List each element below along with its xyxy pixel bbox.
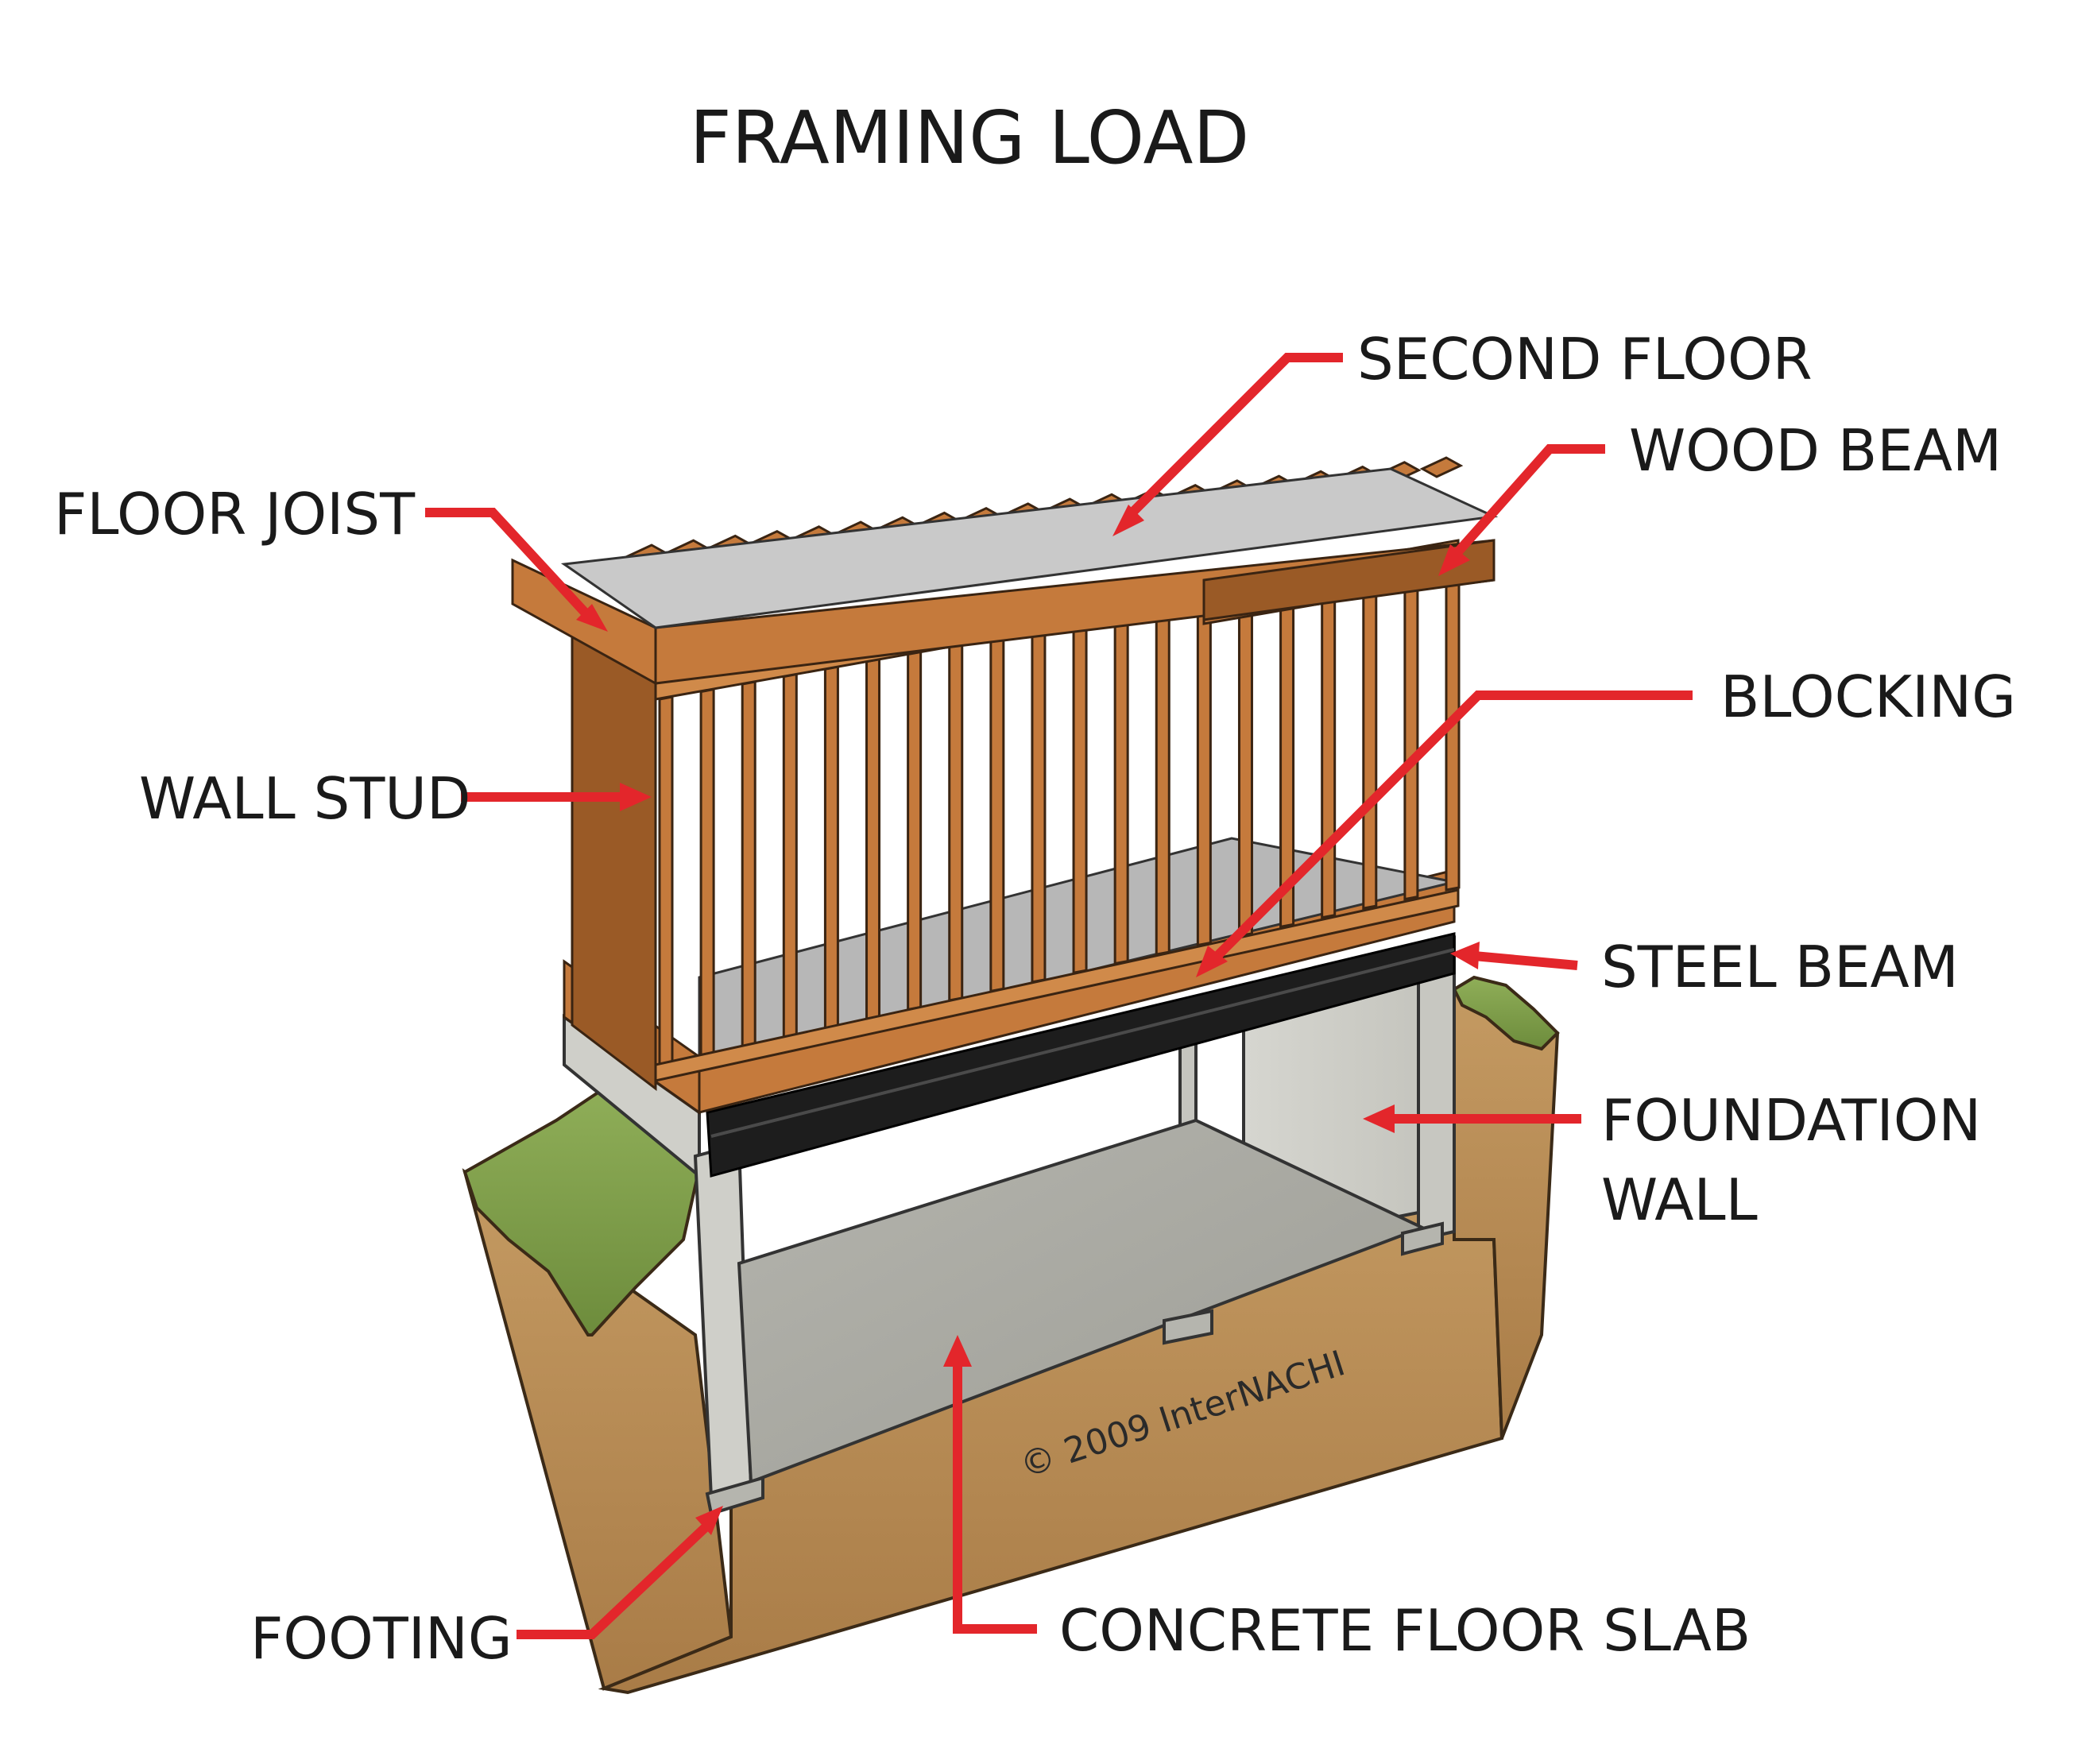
wall-stud [823,665,839,1030]
steel-beam [706,932,1456,1178]
second-floor-arrow [1112,353,1343,536]
label-foundation-wall-1: FOUNDATION [1601,1087,1981,1154]
label-blocking: BLOCKING [1720,663,2016,730]
wall-stud [741,680,756,1048]
wall-stud [699,687,715,1058]
wall-stud [1113,612,1129,965]
wall-stud [782,672,798,1039]
wall-stud [1362,567,1378,910]
wall-stud-arrow [461,783,652,811]
label-foundation-wall-2: WALL [1601,1166,1758,1233]
wall-stud [1072,620,1088,975]
floor-joist [1419,456,1464,478]
label-wall-stud: WALL STUD [139,765,470,832]
foundation-wall-arrow [1363,1104,1581,1133]
floor-joist-arrow [425,508,608,632]
label-second-floor: SECOND FLOOR [1357,326,1813,393]
label-floor-joist: FLOOR JOIST [54,481,416,547]
second-floor [511,456,1499,686]
wall-stud [1031,627,1047,984]
label-concrete-floor-slab: CONCRETE FLOOR SLAB [1059,1597,1751,1664]
wall-stud [1403,559,1419,901]
concrete-floor-slab-arrow [943,1335,1037,1634]
wood-beam-arrow [1438,444,1605,576]
wall-stud [1196,598,1212,947]
wall-stud [948,642,964,1002]
label-wood-beam: WOOD BEAM [1629,417,2002,484]
label-footing: FOOTING [250,1605,513,1672]
wall-stud [1155,605,1170,956]
footing-arrow [517,1506,723,1639]
wall-stud [865,657,881,1020]
wall-stud [658,695,674,1066]
blocking-arrow [1196,691,1693,977]
steel-beam-arrow [1450,942,1578,970]
wall-stud [907,650,923,1012]
soil-block [462,986,1560,1695]
wall-stud [1237,590,1253,938]
wall-stud [1321,574,1337,919]
diagram-title: FRAMING LOAD [690,95,1249,180]
label-steel-beam: STEEL BEAM [1601,934,1959,1000]
grass-right [1452,975,1560,1051]
wall-stud [989,635,1005,993]
footing-blocks [705,1221,1444,1516]
callout-arrows [425,353,1693,1639]
